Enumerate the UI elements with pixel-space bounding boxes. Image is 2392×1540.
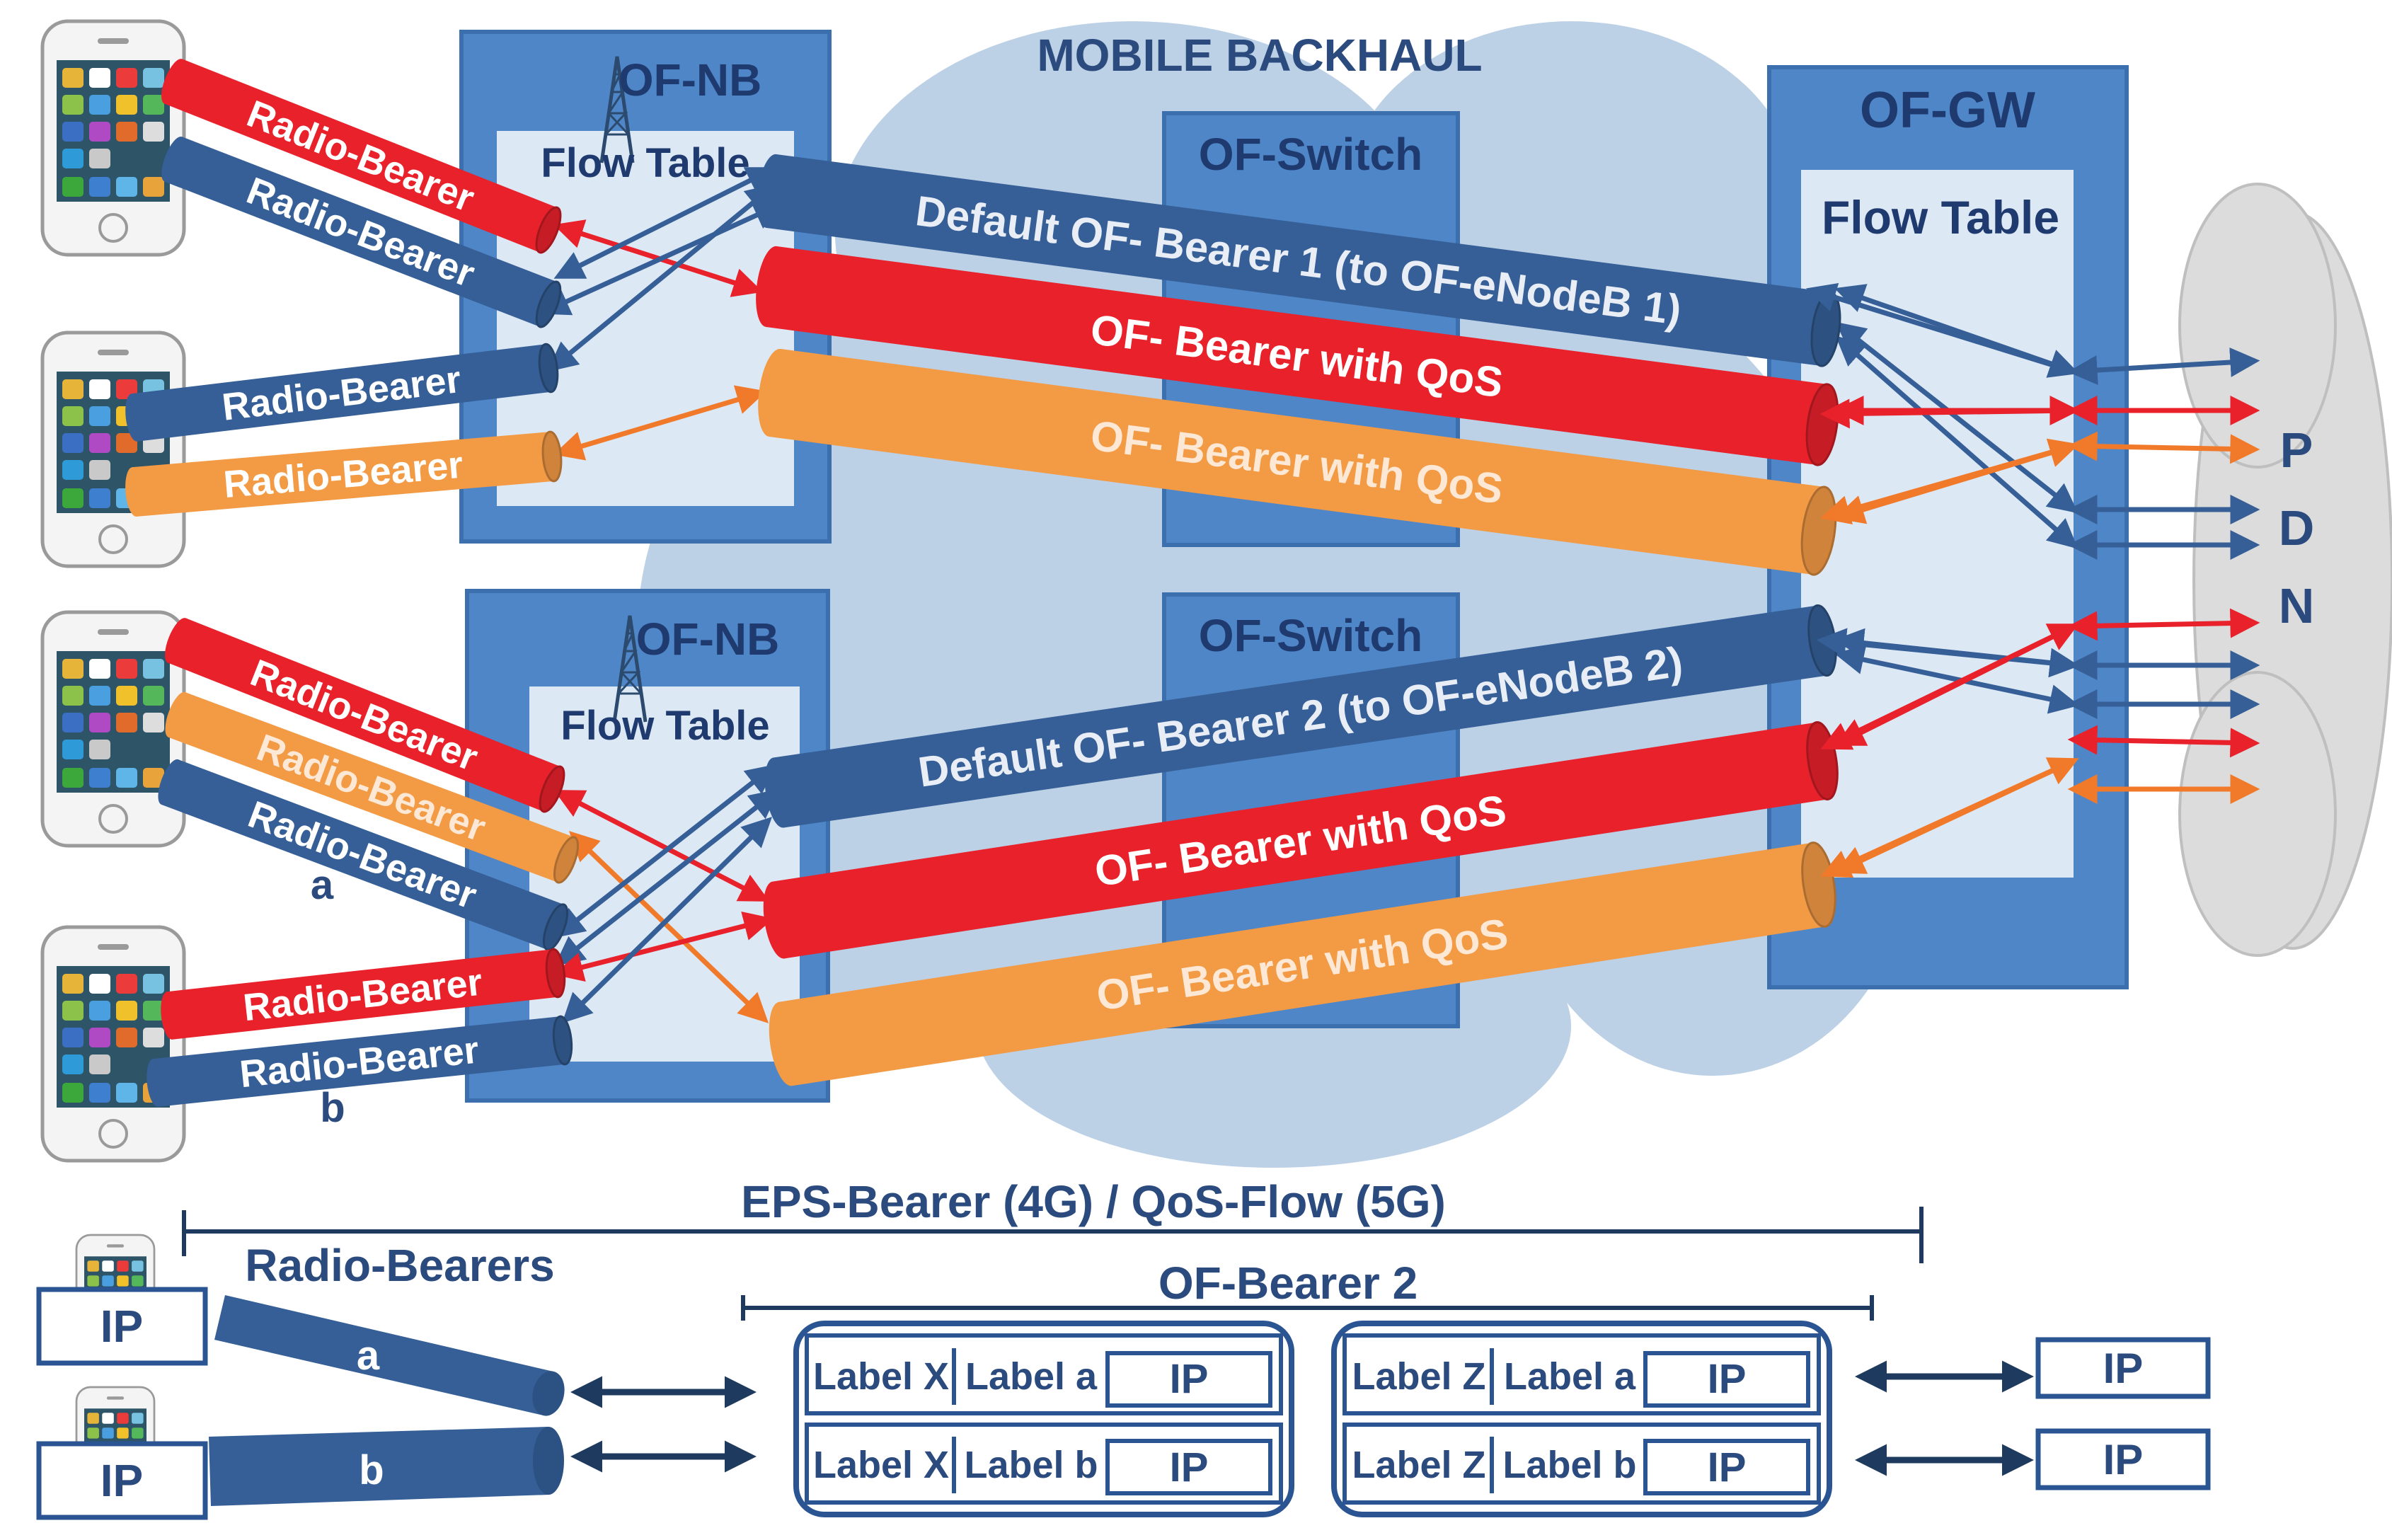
pdn-cloud — [2178, 183, 2392, 957]
legend-arrows — [570, 1360, 2034, 1476]
radio-bearers-label: Radio-Bearers — [245, 1240, 555, 1291]
pkt2-label-2: Label b — [964, 1444, 1098, 1486]
pkt2-ip: IP — [1170, 1444, 1209, 1490]
backhaul-title: MOBILE BACKHAUL — [1037, 30, 1482, 81]
ip-box-label: IP — [2103, 1345, 2144, 1392]
eps-bracket — [182, 1207, 1924, 1263]
tube-a-label: a — [357, 1333, 380, 1379]
of-bearer-tubes: Default OF- Bearer 1 (to OF-eNodeB 1)OF-… — [756, 154, 1841, 1086]
of-switch-top-title: OF-Switch — [1199, 129, 1422, 180]
pkt3-label-2: Label a — [1504, 1355, 1636, 1398]
phone-icon — [42, 612, 184, 846]
of-gw-table-label: Flow Table — [1822, 191, 2059, 243]
pkt2-label-1: Label X — [813, 1444, 949, 1486]
ip-box-label: IP — [2103, 1436, 2144, 1483]
ip-box — [2035, 1337, 2211, 1399]
pdn-letter-d: D — [2279, 500, 2315, 556]
phone-icon — [42, 21, 184, 255]
gw-tube-arrows — [1805, 282, 2075, 878]
packet-tube-z — [1331, 1321, 1832, 1517]
phone-icon — [42, 333, 184, 566]
of-nb-bottom-table-label: Flow Table — [560, 703, 769, 749]
pkt4-label-2: Label b — [1502, 1444, 1636, 1486]
of-bearer2-label: OF-Bearer 2 — [1158, 1258, 1418, 1309]
pkt4-label-1: Label Z — [1352, 1444, 1485, 1486]
pkt3-ip: IP — [1708, 1356, 1747, 1402]
eps-bearer-label: EPS-Bearer (4G) / QoS-Flow (5G) — [741, 1176, 1446, 1227]
pdn-letter-n: N — [2279, 578, 2315, 633]
pkt1-ip: IP — [1170, 1356, 1209, 1402]
legend-tube-a — [214, 1295, 565, 1416]
phone-icon — [42, 927, 184, 1161]
ue-label-a: a — [311, 862, 334, 908]
ip-box-label: IP — [100, 1301, 143, 1352]
packet-tube-x — [793, 1321, 1294, 1517]
ip-box — [36, 1441, 208, 1520]
of-bearer2-bracket — [741, 1295, 1874, 1321]
of-nb-top-title: OF-NB — [619, 54, 762, 105]
pkt4-ip: IP — [1708, 1444, 1747, 1490]
of-bearer-qos-1: OF- Bearer with QoS — [756, 246, 1839, 466]
ue-label-b: b — [320, 1085, 345, 1131]
tube-b-label: b — [359, 1447, 384, 1493]
ip-box — [2035, 1428, 2211, 1490]
pkt1-label-1: Label X — [813, 1355, 949, 1398]
ip-box — [36, 1287, 208, 1366]
legend-tube-b — [209, 1427, 564, 1506]
of-gw-title: OF-GW — [1860, 82, 2035, 139]
pkt3-label-1: Label Z — [1352, 1355, 1485, 1398]
of-nb-bottom-title: OF-NB — [636, 614, 780, 665]
ip-box-label: IP — [100, 1455, 143, 1506]
pdn-letter-p: P — [2280, 423, 2313, 478]
top-arrows — [539, 167, 784, 461]
pkt1-label-2: Label a — [965, 1355, 1098, 1398]
of-nb-top-table-label: Flow Table — [541, 140, 749, 186]
of-switch-bottom-title: OF-Switch — [1199, 610, 1422, 661]
bottom-arrows-left — [553, 764, 780, 1023]
of-gw-table — [1801, 170, 2074, 878]
